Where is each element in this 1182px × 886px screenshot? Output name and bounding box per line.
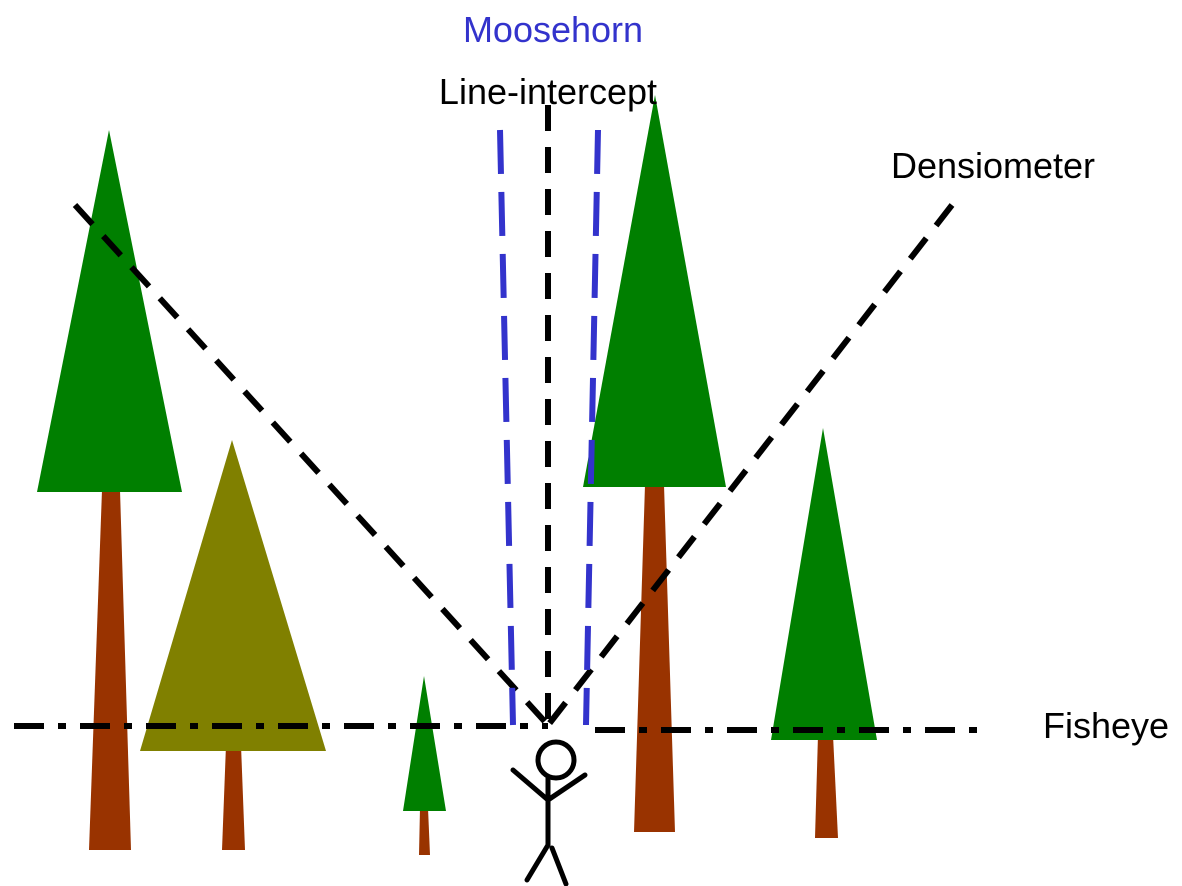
tree-small bbox=[403, 676, 446, 855]
tree-right bbox=[771, 428, 877, 838]
tree-olive bbox=[140, 440, 326, 850]
moosehorn-lines bbox=[497, 129, 601, 726]
moosehorn-label: Moosehorn bbox=[463, 9, 643, 50]
tree-left-tall-trunk bbox=[89, 490, 131, 850]
line-intercept-label: Line-intercept bbox=[439, 71, 657, 112]
tree-center-tall-crown bbox=[583, 95, 726, 487]
tree-center-tall-trunk bbox=[634, 485, 675, 832]
fisheye-label: Fisheye bbox=[1043, 705, 1169, 746]
fisheye-line bbox=[14, 723, 990, 733]
stick-figure-icon bbox=[510, 739, 588, 886]
tree-olive-trunk bbox=[222, 745, 245, 850]
tree-small-crown bbox=[403, 676, 446, 811]
densiometer-label: Densiometer bbox=[891, 145, 1095, 186]
tree-right-trunk bbox=[815, 735, 838, 838]
tree-olive-crown bbox=[140, 440, 326, 751]
tree-left-tall bbox=[37, 130, 182, 850]
tree-small-trunk bbox=[419, 808, 430, 855]
tree-right-crown bbox=[771, 428, 877, 740]
tree-left-tall-crown bbox=[37, 130, 182, 492]
tree-center-tall bbox=[583, 95, 726, 832]
densiometer-lines bbox=[72, 202, 955, 727]
